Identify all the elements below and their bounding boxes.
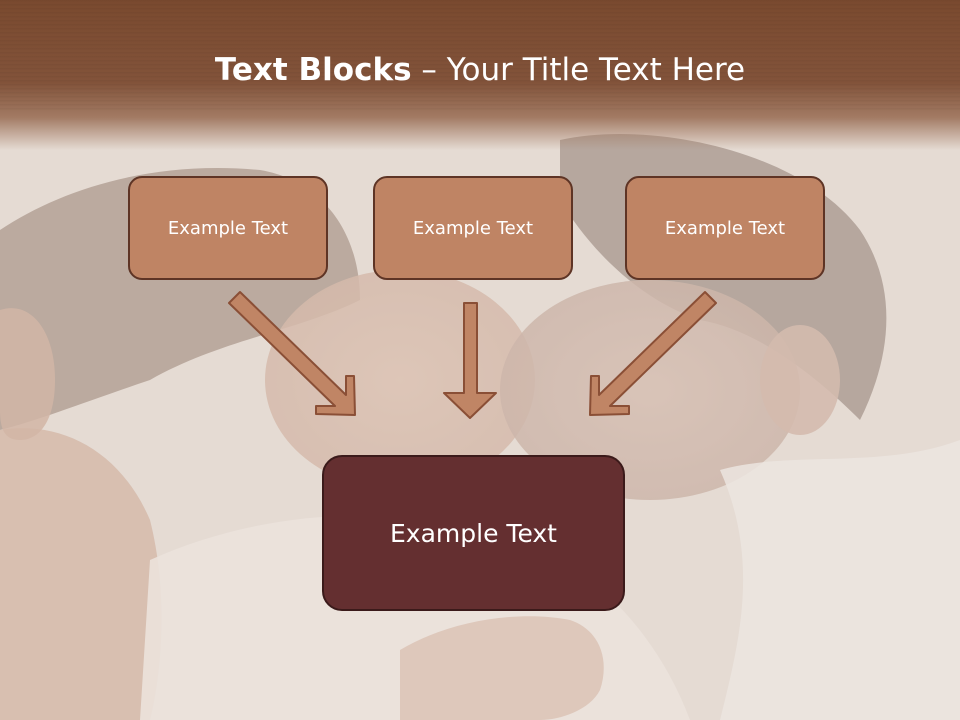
text-block-3[interactable]: Example Text [625,176,825,280]
slide-title: Text Blocks – Your Title Text Here [0,52,960,88]
text-block-1-label: Example Text [167,217,289,239]
title-bold: Text Blocks [214,52,412,88]
header-bar [0,0,960,150]
arrow-right [589,291,717,416]
title-rest: Your Title Text Here [446,52,746,88]
arrow-center [443,302,497,419]
text-block-2-label: Example Text [412,217,534,239]
text-block-2[interactable]: Example Text [373,176,573,280]
target-block[interactable]: Example Text [322,455,625,611]
target-block-label: Example Text [390,518,557,548]
text-block-1[interactable]: Example Text [128,176,328,280]
arrow-left [228,291,356,416]
title-dash: – [411,52,447,88]
text-block-3-label: Example Text [664,217,786,239]
